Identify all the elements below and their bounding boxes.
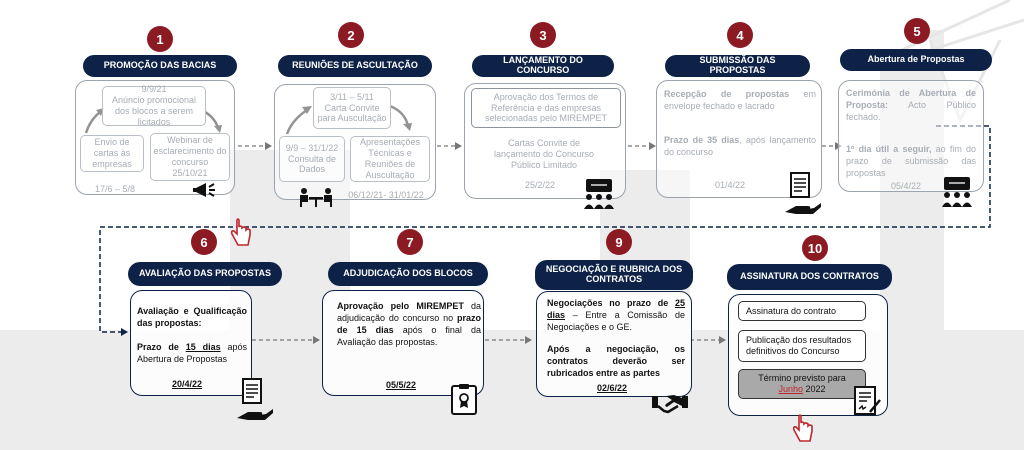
pointer-hand-icon: [792, 414, 813, 442]
megaphone-icon: [193, 183, 215, 197]
step-number-badge: 6: [191, 229, 217, 255]
step-title: ASSINATURA DOS CONTRATOS: [727, 264, 892, 290]
opening-day-text: 1º dia útil a seguir, ao fim do prazo de…: [846, 144, 976, 179]
step-title: SUBMISSÃO DAS PROPOSTAS: [665, 55, 810, 77]
contract-signing-box: Assinatura do contrato: [738, 301, 866, 321]
step-number-badge: 1: [147, 26, 173, 52]
deadline-text: Prazo de 35 dias, após lançamento do con…: [664, 135, 816, 158]
presentations-box: Apresentações Técnicas e Reuniões de Aus…: [350, 136, 430, 182]
step-number-badge: 5: [904, 18, 930, 44]
step-date: 05/4/22: [890, 181, 922, 191]
step-card: [838, 80, 984, 192]
step-title: NEGOCIAÇÃO E RUBRICA DOS CONTRATOS: [535, 260, 693, 290]
evaluation-deadline-text: Prazo de 15 dias após Abertura de Propos…: [137, 342, 247, 365]
hand-document-icon: [785, 172, 821, 214]
invitation-box: 3/11 – 5/11 Carta Convite para Auscultaç…: [313, 87, 391, 129]
step-date: 06/12/21- 31/01/22: [348, 190, 424, 200]
data-consult-box: 9/9 – 31/1/22 Consulta de Dados: [279, 136, 345, 182]
adjudication-text: Aprovação pelo MIREMPET da adjudicação d…: [337, 301, 481, 348]
step-date: 01/4/22: [714, 180, 746, 190]
step-date: 20/4/22: [171, 379, 203, 389]
step-number-badge: 7: [397, 229, 423, 255]
step-card: [536, 291, 692, 397]
step-title: Abertura de Propostas: [840, 49, 992, 71]
step-title: LANÇAMENTO DO CONCURSO: [472, 55, 614, 77]
announcement-box: 9/9/21 Anúncio promocional dos blocos a …: [102, 84, 206, 127]
expected-end-box: Término previsto para Junho 2022: [738, 369, 866, 399]
presentation-audience-icon: [584, 179, 614, 209]
presentation-audience-icon: [942, 177, 972, 207]
step-title: REUNIÕES DE ASCULTAÇÃO: [278, 55, 432, 77]
step-number-badge: 2: [338, 22, 364, 48]
approval-box: Aprovação dos Termos de Referência e das…: [471, 88, 621, 128]
hand-document-icon: [237, 378, 273, 420]
step-number-badge: 10: [802, 235, 828, 261]
step-date: 02/6/22: [596, 383, 628, 393]
handshake-icon: [652, 395, 688, 414]
initialing-text: Após a negociação, os contratos deverão …: [547, 344, 685, 379]
webinar-box: Webinar de esclarecimento do concurso 25…: [150, 133, 230, 181]
step-date: 17/6 – 5/8: [94, 184, 136, 194]
pointer-hand-icon: [230, 218, 251, 246]
step-date: 25/2/22: [524, 180, 556, 190]
meeting-table-icon: [300, 188, 332, 207]
letters-box: Envio de cartas às empresas: [80, 135, 144, 172]
negotiation-text: Negociações no prazo de 25 dias – Entre …: [547, 298, 685, 333]
step-title: PROMOÇÃO DAS BACIAS: [83, 55, 237, 77]
evaluation-title-text: Avaliação e Qualificação das propostas:: [137, 306, 247, 329]
step-card: [322, 290, 484, 396]
results-publication-box: Publicação dos resultados definitivos do…: [738, 330, 866, 362]
step-number-badge: 9: [606, 229, 632, 255]
step-number-badge: 3: [530, 22, 556, 48]
step-number-badge: 4: [727, 22, 753, 48]
step-title: ADJUDICAÇÃO DOS BLOCOS: [328, 262, 488, 286]
step-card: [130, 290, 252, 396]
reception-text: Recepção de propostas em envelope fechad…: [664, 89, 816, 112]
step-date: 05/5/22: [385, 380, 417, 390]
signed-document-icon: [854, 386, 881, 415]
step-title: AVALIAÇÃO DAS PROPOSTAS: [128, 262, 282, 286]
certificate-icon: [451, 384, 477, 415]
opening-ceremony-text: Cerimónia de Abertura de Proposta: Acto …: [846, 88, 976, 123]
invitation-letters-text: Cartas Convite de lançamento do Concurso…: [493, 138, 595, 170]
